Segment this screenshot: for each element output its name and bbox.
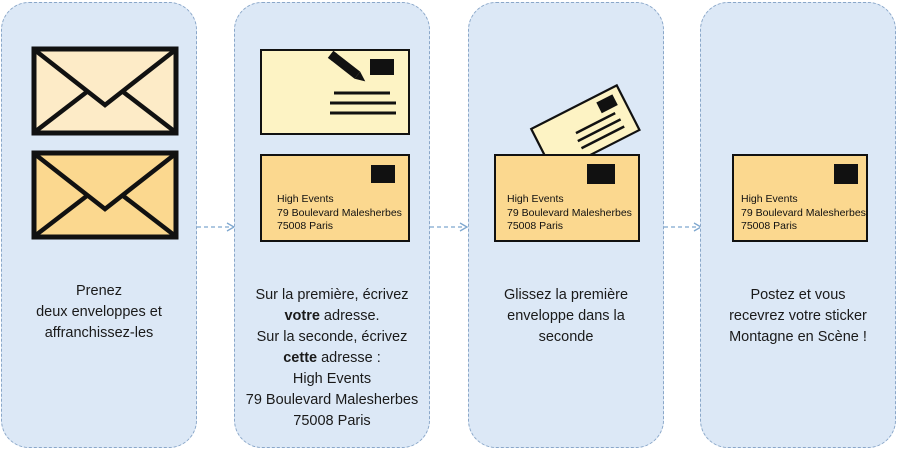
step-1-line: affranchissez-les [44, 325, 154, 341]
step-1-text: Prenez deux enveloppes et affranchissez-… [2, 281, 196, 344]
step-3-line: Glissez la première [503, 287, 629, 303]
line-rest: adresse. [319, 308, 380, 324]
line-rest: adresse : [317, 350, 381, 366]
pen-icon [327, 50, 366, 82]
address-city: 75008 Paris [277, 220, 334, 232]
arrow-right-icon [197, 222, 236, 232]
step-4-line: Postez et vous [750, 287, 846, 303]
arrow-right-icon [430, 222, 469, 232]
arrow-right-icon [664, 222, 703, 232]
stamp-icon [587, 164, 615, 184]
step-4-text: Postez et vous recevrez votre sticker Mo… [701, 285, 895, 348]
envelope-address: High Events 79 Boulevard Malesherbes 750… [507, 193, 632, 234]
step-2-line: cette adresse : [235, 348, 429, 369]
step-3-text: Glissez la première enveloppe dans la se… [469, 285, 663, 348]
address-name: High Events [507, 193, 564, 205]
addressed-envelope [494, 154, 640, 242]
step-4-panel: High Events 79 Boulevard Malesherbes 750… [700, 2, 896, 448]
writing-lines [330, 91, 396, 115]
step-2-line: High Events [292, 371, 372, 387]
address-name: High Events [277, 193, 334, 205]
address-street: 79 Boulevard Malesherbes [277, 206, 402, 219]
tilted-card-icon [529, 83, 641, 175]
step-2-line: Sur la première, écrivez [255, 287, 409, 303]
step-3-panel: High Events 79 Boulevard Malesherbes 750… [468, 2, 664, 448]
address-street: 79 Boulevard Malesherbes [507, 206, 632, 219]
step-1-panel: Prenez deux enveloppes et affranchissez-… [1, 2, 197, 448]
stamp-icon [834, 164, 858, 184]
envelope-address: High Events 79 Boulevard Malesherbes 750… [741, 193, 866, 234]
step-2-panel: High Events 79 Boulevard Malesherbes 750… [234, 2, 430, 448]
step-4-line: Montagne en Scène ! [729, 329, 867, 345]
address-name: High Events [741, 193, 798, 205]
step-2-line: votre adresse. [235, 306, 429, 327]
step-3-line: seconde [538, 329, 594, 345]
step-2-line: Sur la seconde, écrivez [256, 329, 408, 345]
step-4-line: recevrez votre sticker [729, 308, 867, 324]
address-city: 75008 Paris [741, 220, 798, 232]
step-2-line: 75008 Paris [293, 413, 371, 429]
step-2-line: 79 Boulevard Malesherbes [245, 392, 419, 408]
bold-word: votre [284, 308, 320, 324]
stamp-icon [371, 165, 395, 183]
bold-word: cette [283, 350, 318, 366]
envelope-address: High Events 79 Boulevard Malesherbes 750… [277, 193, 402, 234]
step-3-line: enveloppe dans la [507, 308, 625, 324]
stamp-icon [370, 59, 394, 75]
step-1-line: deux enveloppes et [36, 304, 162, 320]
address-city: 75008 Paris [507, 220, 564, 232]
step-2-text: Sur la première, écrivez votre adresse. … [235, 285, 429, 432]
address-street: 79 Boulevard Malesherbes [741, 206, 866, 219]
envelope-closed-icon [31, 150, 179, 240]
envelope-closed-icon [31, 46, 179, 136]
step-1-line: Prenez [76, 283, 122, 299]
